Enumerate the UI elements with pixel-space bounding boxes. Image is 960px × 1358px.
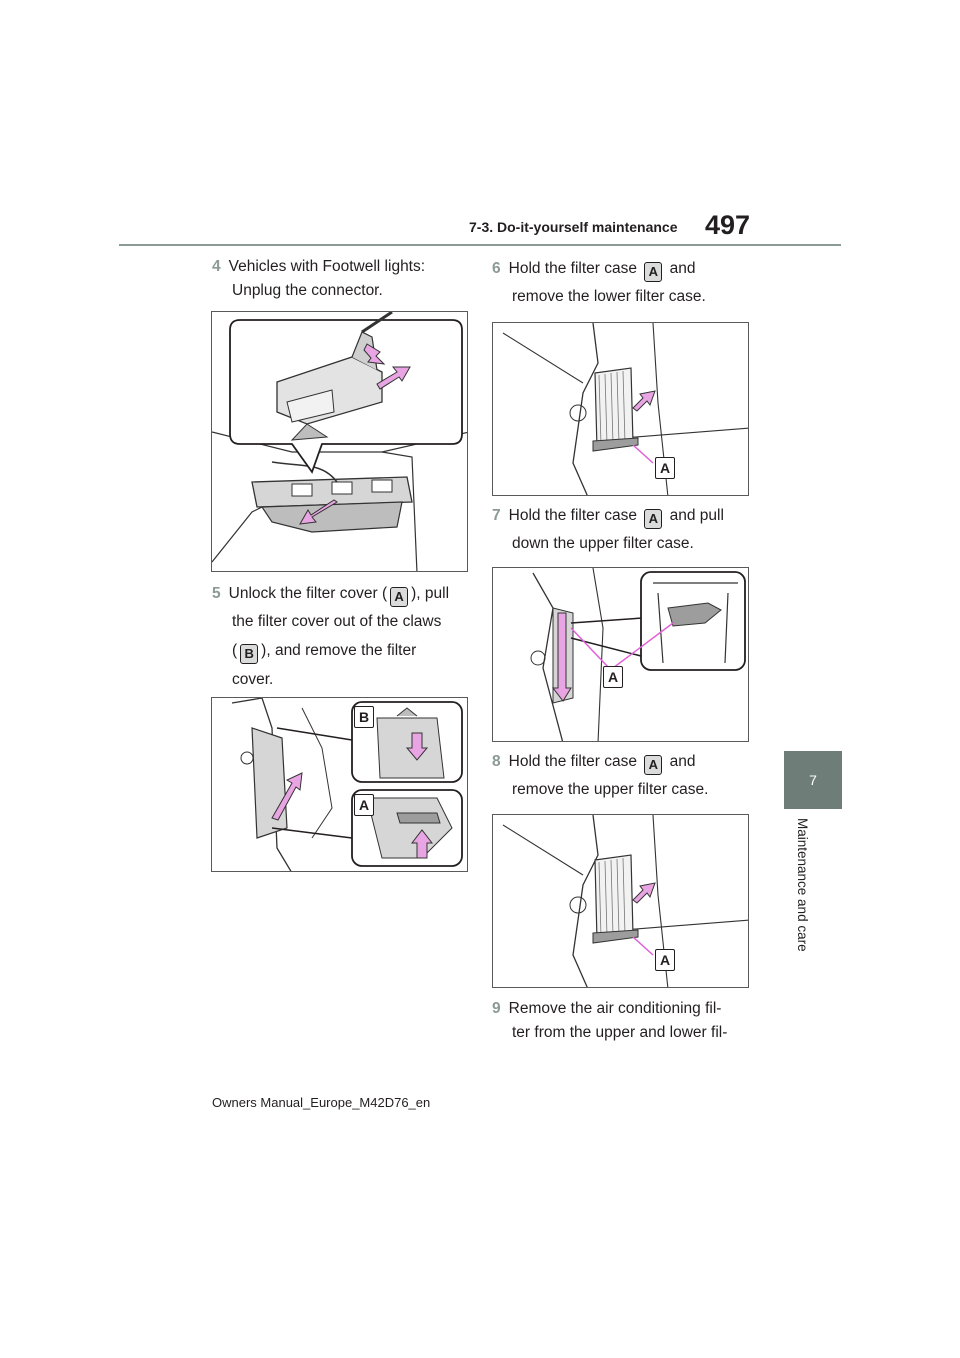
- step-number: 5: [212, 585, 221, 602]
- step-4: 4 Vehicles with Footwell lights: Unplug t…: [212, 255, 425, 303]
- step-text: Vehicles with Footwell lights:: [228, 258, 426, 275]
- step-text: Remove the air conditioning fil-: [508, 1000, 722, 1017]
- figure-pull-down-upper-filter-case: A: [492, 567, 749, 742]
- step-number: 7: [492, 507, 501, 524]
- step-text: down the upper filter case.: [512, 535, 694, 552]
- chapter-title: Maintenance and care: [795, 818, 810, 952]
- figure-label-b: B: [354, 706, 374, 728]
- step-text: and pull: [669, 507, 724, 524]
- section-title: 7-3. Do-it-yourself maintenance: [469, 219, 678, 235]
- figure-label-a: A: [603, 666, 623, 688]
- figure-label-a: A: [655, 457, 675, 479]
- step-6: 6 Hold the filter case A and remove the l…: [492, 257, 706, 309]
- step-text: cover.: [232, 671, 274, 688]
- step-text: Unplug the connector.: [232, 282, 383, 299]
- callout-label-a: A: [644, 262, 663, 282]
- chapter-tab[interactable]: 7: [784, 751, 842, 809]
- step-9: 9 Remove the air conditioning fil- ter fr…: [492, 997, 727, 1045]
- step-7: 7 Hold the filter case A and pull down th…: [492, 504, 724, 556]
- figure-label-a: A: [354, 794, 374, 816]
- figure-remove-lower-filter-case: A: [492, 322, 749, 496]
- page-number: 497: [705, 210, 751, 240]
- figure-remove-filter-cover: B A: [211, 697, 468, 872]
- step-text: the filter cover out of the claws: [232, 613, 442, 630]
- step-text: remove the lower filter case.: [512, 288, 706, 305]
- figure-label-a: A: [655, 949, 675, 971]
- step-8: 8 Hold the filter case A and remove the u…: [492, 750, 708, 802]
- step-text: remove the upper filter case.: [512, 781, 709, 798]
- step-number: 8: [492, 753, 501, 770]
- step-5: 5 Unlock the filter cover (A), pull the f…: [212, 582, 449, 692]
- callout-label-a: A: [644, 509, 663, 529]
- callout-label-a: A: [390, 587, 409, 607]
- step-number: 9: [492, 1000, 501, 1017]
- callout-label-b: B: [240, 644, 259, 664]
- step-text: Hold the filter case: [508, 753, 637, 770]
- step-text: ), pull: [411, 585, 450, 602]
- header-divider: [119, 244, 841, 246]
- step-number: 6: [492, 260, 501, 277]
- step-number: 4: [212, 258, 221, 275]
- step-text: (: [232, 642, 238, 659]
- step-text: and: [669, 260, 696, 277]
- figure-remove-upper-filter-case: A: [492, 814, 749, 988]
- footer-doc-id: Owners Manual_Europe_M42D76_en: [212, 1095, 431, 1110]
- figure-unplug-connector: [211, 311, 468, 572]
- step-text: Hold the filter case: [508, 507, 637, 524]
- callout-label-a: A: [644, 755, 663, 775]
- step-text: ter from the upper and lower fil-: [512, 1024, 728, 1041]
- step-text: Unlock the filter cover (: [228, 585, 388, 602]
- step-text: and: [669, 753, 696, 770]
- step-text: ), and remove the filter: [261, 642, 417, 659]
- step-text: Hold the filter case: [508, 260, 637, 277]
